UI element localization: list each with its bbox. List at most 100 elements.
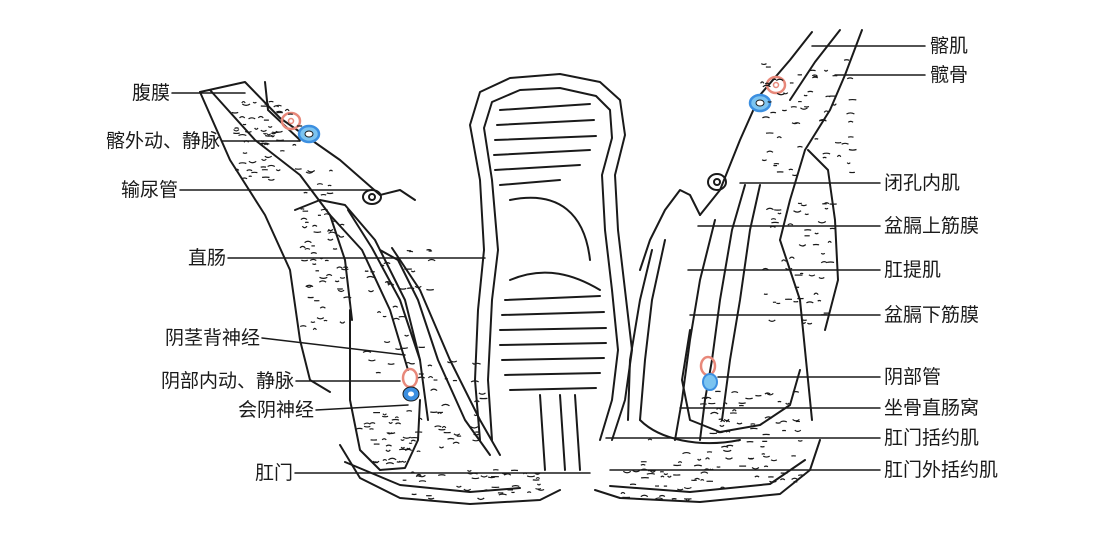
tissue-stipple [807,323,812,324]
tissue-stipple [701,472,708,473]
tissue-stipple [426,290,433,291]
tissue-stipple [343,267,348,268]
tissue-stipple [301,209,305,210]
tissue-stipple [258,117,263,118]
tissue-stipple [305,249,310,250]
tissue-stipple [793,392,799,393]
tissue-stipple [672,499,677,500]
tissue-stipple [651,471,655,472]
tissue-stipple [762,160,767,161]
tissue-stipple [329,232,336,233]
tissue-stipple [267,134,271,135]
tissue-stipple [302,226,307,227]
tissue-stipple [328,185,331,186]
tissue-stipple [641,465,646,466]
tissue-stipple [814,293,818,295]
tissue-stipple [732,392,739,393]
tissue-stipple [793,419,800,420]
tissue-stipple [711,412,719,414]
tissue-stipple [720,425,724,426]
tissue-stipple [701,480,704,481]
tissue-stipple [844,60,849,61]
tissue-stipple [454,434,460,435]
tissue-stipple [842,143,849,144]
tissue-stipple [329,170,332,171]
tissue-stipple [804,95,807,96]
tissue-stipple [368,360,375,361]
tissue-stipple [428,377,432,378]
tissue-stipple [812,77,818,78]
tissue-stipple [335,281,339,282]
tissue-stipple [341,269,348,270]
tissue-stipple [243,153,247,154]
tissue-stipple [377,312,380,313]
tissue-stipple [255,128,258,129]
tissue-stipple [818,222,826,223]
tissue-stipple [684,488,691,489]
tissue-stipple [321,209,328,210]
tissue-stipple [276,140,284,141]
tissue-stipple [468,470,472,471]
tissue-stipple [821,262,827,263]
tissue-stipple [319,281,326,282]
tissue-stipple [386,445,392,446]
tissue-stipple [659,496,665,497]
tissue-stipple [797,147,802,148]
tissue-stipple [798,441,802,442]
tissue-stipple [401,447,404,448]
tissue-stipple [664,474,668,475]
tissue-stipple [474,415,478,416]
tissue-stipple [312,225,317,226]
tissue-stipple [721,421,725,422]
tissue-stipple [338,290,344,291]
tissue-stipple [340,278,345,279]
tissue-stipple [781,421,787,422]
tissue-stipple [268,126,272,127]
tissue-stipple [769,320,776,321]
tissue-stipple [370,429,374,430]
tissue-stipple [536,489,541,490]
tissue-stipple [821,253,825,254]
tissue-stipple [268,165,275,166]
tissue-stipple [761,82,764,83]
tissue-stipple [344,297,352,298]
tissue-stipple [242,102,245,103]
tissue-stipple [792,175,797,176]
tissue-stipple [824,111,828,112]
tissue-stipple [418,418,422,419]
tissue-stipple [389,422,393,423]
tissue-stipple [276,131,283,132]
tissue-stipple [253,102,256,103]
ureter-drawing [363,190,381,204]
tissue-stipple [276,170,280,171]
tissue-stipple [512,486,519,487]
tissue-stipple [648,439,652,440]
tissue-stipple [428,498,434,499]
label-internal-pudendal-vessels: 阴部内动、静脉 [100,370,294,392]
tissue-stipple [481,476,488,477]
tissue-stipple [393,318,399,319]
tissue-stipple [393,306,398,307]
tissue-stipple [847,163,850,164]
tissue-stipple [762,454,765,455]
tissue-stipple [808,91,813,92]
tissue-stipple [721,487,725,488]
tissue-stipple [265,156,272,157]
tissue-stipple [301,218,307,219]
tissue-stipple [717,408,721,409]
tissue-stipple [815,233,819,234]
tissue-stipple [407,448,411,449]
tissue-stipple [795,430,801,431]
tissue-stipple [479,393,486,394]
tissue-stipple [706,458,710,459]
label-external-iliac-vessels: 髂外动、静脉 [0,130,220,152]
tissue-stipple [770,226,775,227]
tissue-stipple [776,423,781,424]
tissue-stipple [791,107,797,108]
tissue-stipple [771,460,777,461]
tissue-stipple [262,159,267,160]
tissue-stipple [293,145,296,146]
tissue-stipple [799,245,806,246]
tissue-stipple [317,318,324,319]
tissue-stipple [847,113,855,114]
